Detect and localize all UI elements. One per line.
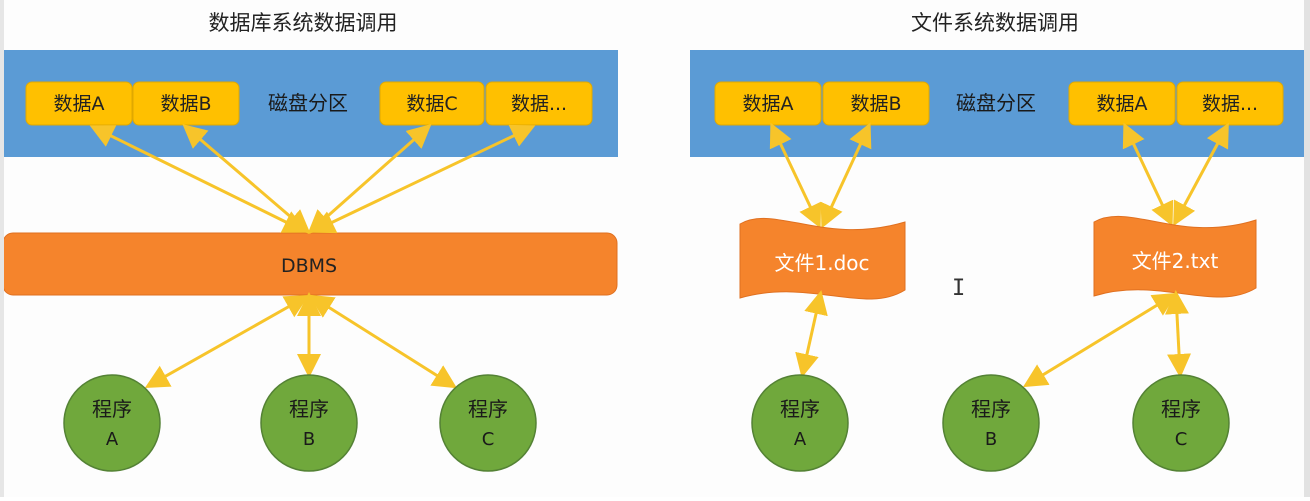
file-1-label: 文件1.doc (774, 251, 869, 275)
arrow-dbms-program-a (144, 295, 310, 388)
right-data-box-a2-label: 数据A (1097, 93, 1148, 115)
right-data-box-b: 数据B (822, 81, 930, 126)
text-cursor-icon: I (952, 276, 966, 301)
file-1-doc: 文件1.doc (739, 217, 906, 300)
left-program-a-line2: A (106, 429, 119, 450)
left-program-b-line1: 程序 (289, 397, 329, 421)
file-2-txt: 文件2.txt (1093, 215, 1257, 298)
right-program-b-line1: 程序 (971, 397, 1011, 421)
left-arrows-data-dbms (89, 124, 536, 234)
arrow-file2-program-c (1164, 290, 1192, 378)
arrow-file2-program-b (1022, 292, 1178, 388)
right-data-box-a: 数据A (714, 81, 822, 126)
right-arrows-data-files (769, 122, 1229, 229)
dbms-bar: DBMS (2, 232, 618, 296)
left-data-box-b: 数据B (132, 81, 240, 126)
arrow-data-more-dbms (310, 124, 536, 234)
arrow-data-more-file2 (1173, 122, 1229, 227)
scrollbar-track[interactable] (1304, 0, 1310, 497)
right-data-box-b-label: 数据B (850, 93, 901, 115)
arrow-data-b-dbms (182, 124, 311, 234)
left-title: 数据库系统数据调用 (209, 11, 398, 35)
window-left-edge (0, 0, 4, 497)
arrow-data-a-file1 (769, 122, 822, 229)
right-program-c: 程序 C (1132, 374, 1230, 472)
right-program-b: 程序 B (942, 374, 1040, 472)
left-program-c-line1: 程序 (468, 397, 508, 421)
left-data-box-more-label: 数据... (511, 93, 567, 115)
arrow-data-b-file1 (820, 122, 872, 229)
right-program-b-line2: B (985, 429, 997, 450)
right-arrows-files-programs (795, 290, 1192, 388)
arrow-file1-program-a (795, 290, 828, 378)
left-program-a: 程序 A (63, 374, 161, 472)
left-data-box-c-label: 数据C (406, 93, 457, 115)
left-program-b-line2: B (303, 429, 315, 450)
left-arrows-dbms-programs (144, 292, 458, 389)
left-program-b: 程序 B (260, 374, 358, 472)
right-data-box-more-label: 数据... (1202, 93, 1258, 115)
left-data-box-b-label: 数据B (160, 93, 211, 115)
right-data-box-a-label: 数据A (743, 93, 794, 115)
right-partition-label: 磁盘分区 (956, 91, 1036, 115)
arrow-data-a2-file2 (1122, 122, 1174, 227)
file-2-label: 文件2.txt (1132, 249, 1219, 273)
right-program-a: 程序 A (751, 374, 849, 472)
left-partition-label: 磁盘分区 (268, 91, 348, 115)
left-program-c-line2: C (482, 429, 495, 450)
right-data-box-a2: 数据A (1068, 81, 1176, 126)
left-program-a-line1: 程序 (92, 397, 132, 421)
left-data-box-c: 数据C (379, 81, 485, 126)
right-program-c-line1: 程序 (1161, 397, 1201, 421)
arrow-dbms-program-c (308, 294, 458, 389)
left-data-box-a: 数据A (25, 81, 133, 126)
right-data-box-more: 数据... (1176, 81, 1284, 126)
dbms-label: DBMS (281, 255, 337, 277)
left-program-c: 程序 C (439, 374, 537, 472)
right-title: 文件系统数据调用 (911, 11, 1079, 35)
left-data-box-a-label: 数据A (54, 93, 105, 115)
left-data-box-more: 数据... (485, 81, 593, 126)
right-program-a-line1: 程序 (780, 397, 820, 421)
right-program-c-line2: C (1175, 429, 1188, 450)
right-program-a-line2: A (794, 429, 807, 450)
